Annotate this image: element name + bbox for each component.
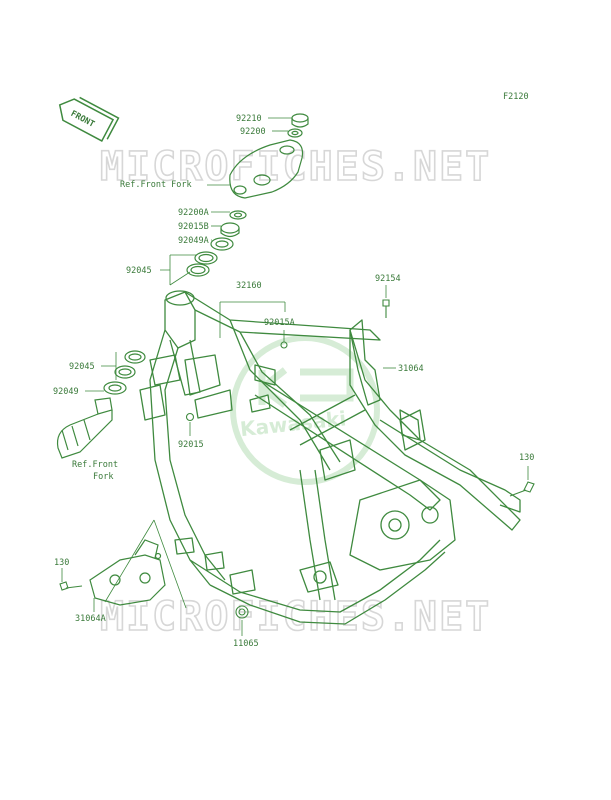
label-92015[interactable]: 92015 (178, 440, 204, 450)
label-11065[interactable]: 11065 (233, 639, 259, 649)
label-92045-top[interactable]: 92045 (126, 266, 152, 276)
label-92210[interactable]: 92210 (236, 114, 262, 124)
watermark-bottom: MICROFICHES.NET (100, 594, 491, 640)
front-direction-badge: FRONT (58, 96, 120, 142)
label-92045-mid[interactable]: 92045 (69, 362, 95, 372)
label-31064A[interactable]: 31064A (75, 614, 106, 624)
label-130-left[interactable]: 130 (54, 558, 69, 568)
figure-code: F2120 (503, 92, 529, 102)
label-130-right[interactable]: 130 (519, 453, 534, 463)
steering-parts (56, 113, 309, 459)
label-ref-front-fork-line1[interactable]: Ref.Front (72, 460, 118, 470)
label-92049[interactable]: 92049 (53, 387, 79, 397)
bolts (59, 299, 535, 619)
watermark-top: MICROFICHES.NET (100, 144, 491, 190)
part-labels: 92210 92200 Ref.Front Fork 92200A 92015B… (53, 114, 534, 649)
label-ref-front-fork-top[interactable]: Ref.Front Fork (120, 180, 192, 190)
label-92200[interactable]: 92200 (240, 127, 266, 137)
label-92154[interactable]: 92154 (375, 274, 401, 284)
label-ref-front-fork-line2[interactable]: Fork (93, 472, 113, 482)
left-bracket-31064A (89, 539, 166, 606)
label-92049A[interactable]: 92049A (178, 236, 209, 246)
label-31064[interactable]: 31064 (398, 364, 424, 374)
main-frame (139, 290, 521, 625)
label-92200A[interactable]: 92200A (178, 208, 209, 218)
label-92015B[interactable]: 92015B (178, 222, 209, 232)
label-92015A[interactable]: 92015A (264, 318, 295, 328)
label-32160[interactable]: 32160 (236, 281, 262, 291)
callout-lines (61, 117, 529, 636)
